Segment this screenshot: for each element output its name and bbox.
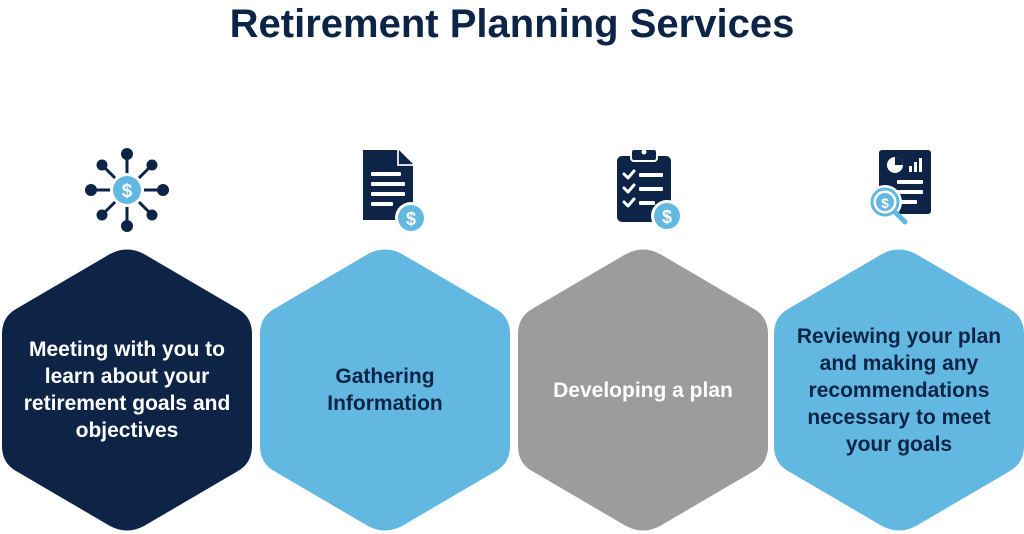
hexagon-shape (774, 249, 1024, 531)
hexagon-step-3: Developing a plan (518, 248, 768, 532)
step-developing: $ Developing a plan (518, 140, 768, 532)
svg-text:$: $ (122, 181, 133, 202)
report-magnifier-dollar-icon: $ (774, 140, 1024, 240)
step-meeting: $ Meeting with you to learn about your r… (2, 140, 252, 532)
svg-text:$: $ (406, 209, 416, 229)
step-label: Reviewing your plan and making any recom… (796, 324, 1002, 456)
step-label: Developing a plan (553, 378, 733, 402)
document-dollar-icon: $ (260, 140, 510, 240)
step-label: Meeting with you to learn about your ret… (23, 338, 231, 442)
svg-text:$: $ (881, 195, 889, 211)
hexagon-shape (518, 249, 768, 531)
step-gathering: $ Gathering Information (260, 140, 510, 532)
network-dollar-icon: $ (2, 140, 252, 240)
clipboard-checklist-dollar-icon: $ (518, 140, 768, 240)
page-title: Retirement Planning Services (229, 2, 795, 46)
hexagon-step-1: Meeting with you to learn about your ret… (2, 248, 252, 532)
svg-text:$: $ (662, 207, 672, 227)
step-label: Gathering Information (327, 365, 443, 415)
hexagon-step-4: Reviewing your plan and making any recom… (774, 248, 1024, 532)
step-reviewing: $ Reviewing your plan and making any rec… (774, 140, 1024, 532)
hexagon-shape (260, 249, 510, 531)
hexagon-shape (2, 249, 252, 531)
hexagon-step-2: Gathering Information (260, 248, 510, 532)
